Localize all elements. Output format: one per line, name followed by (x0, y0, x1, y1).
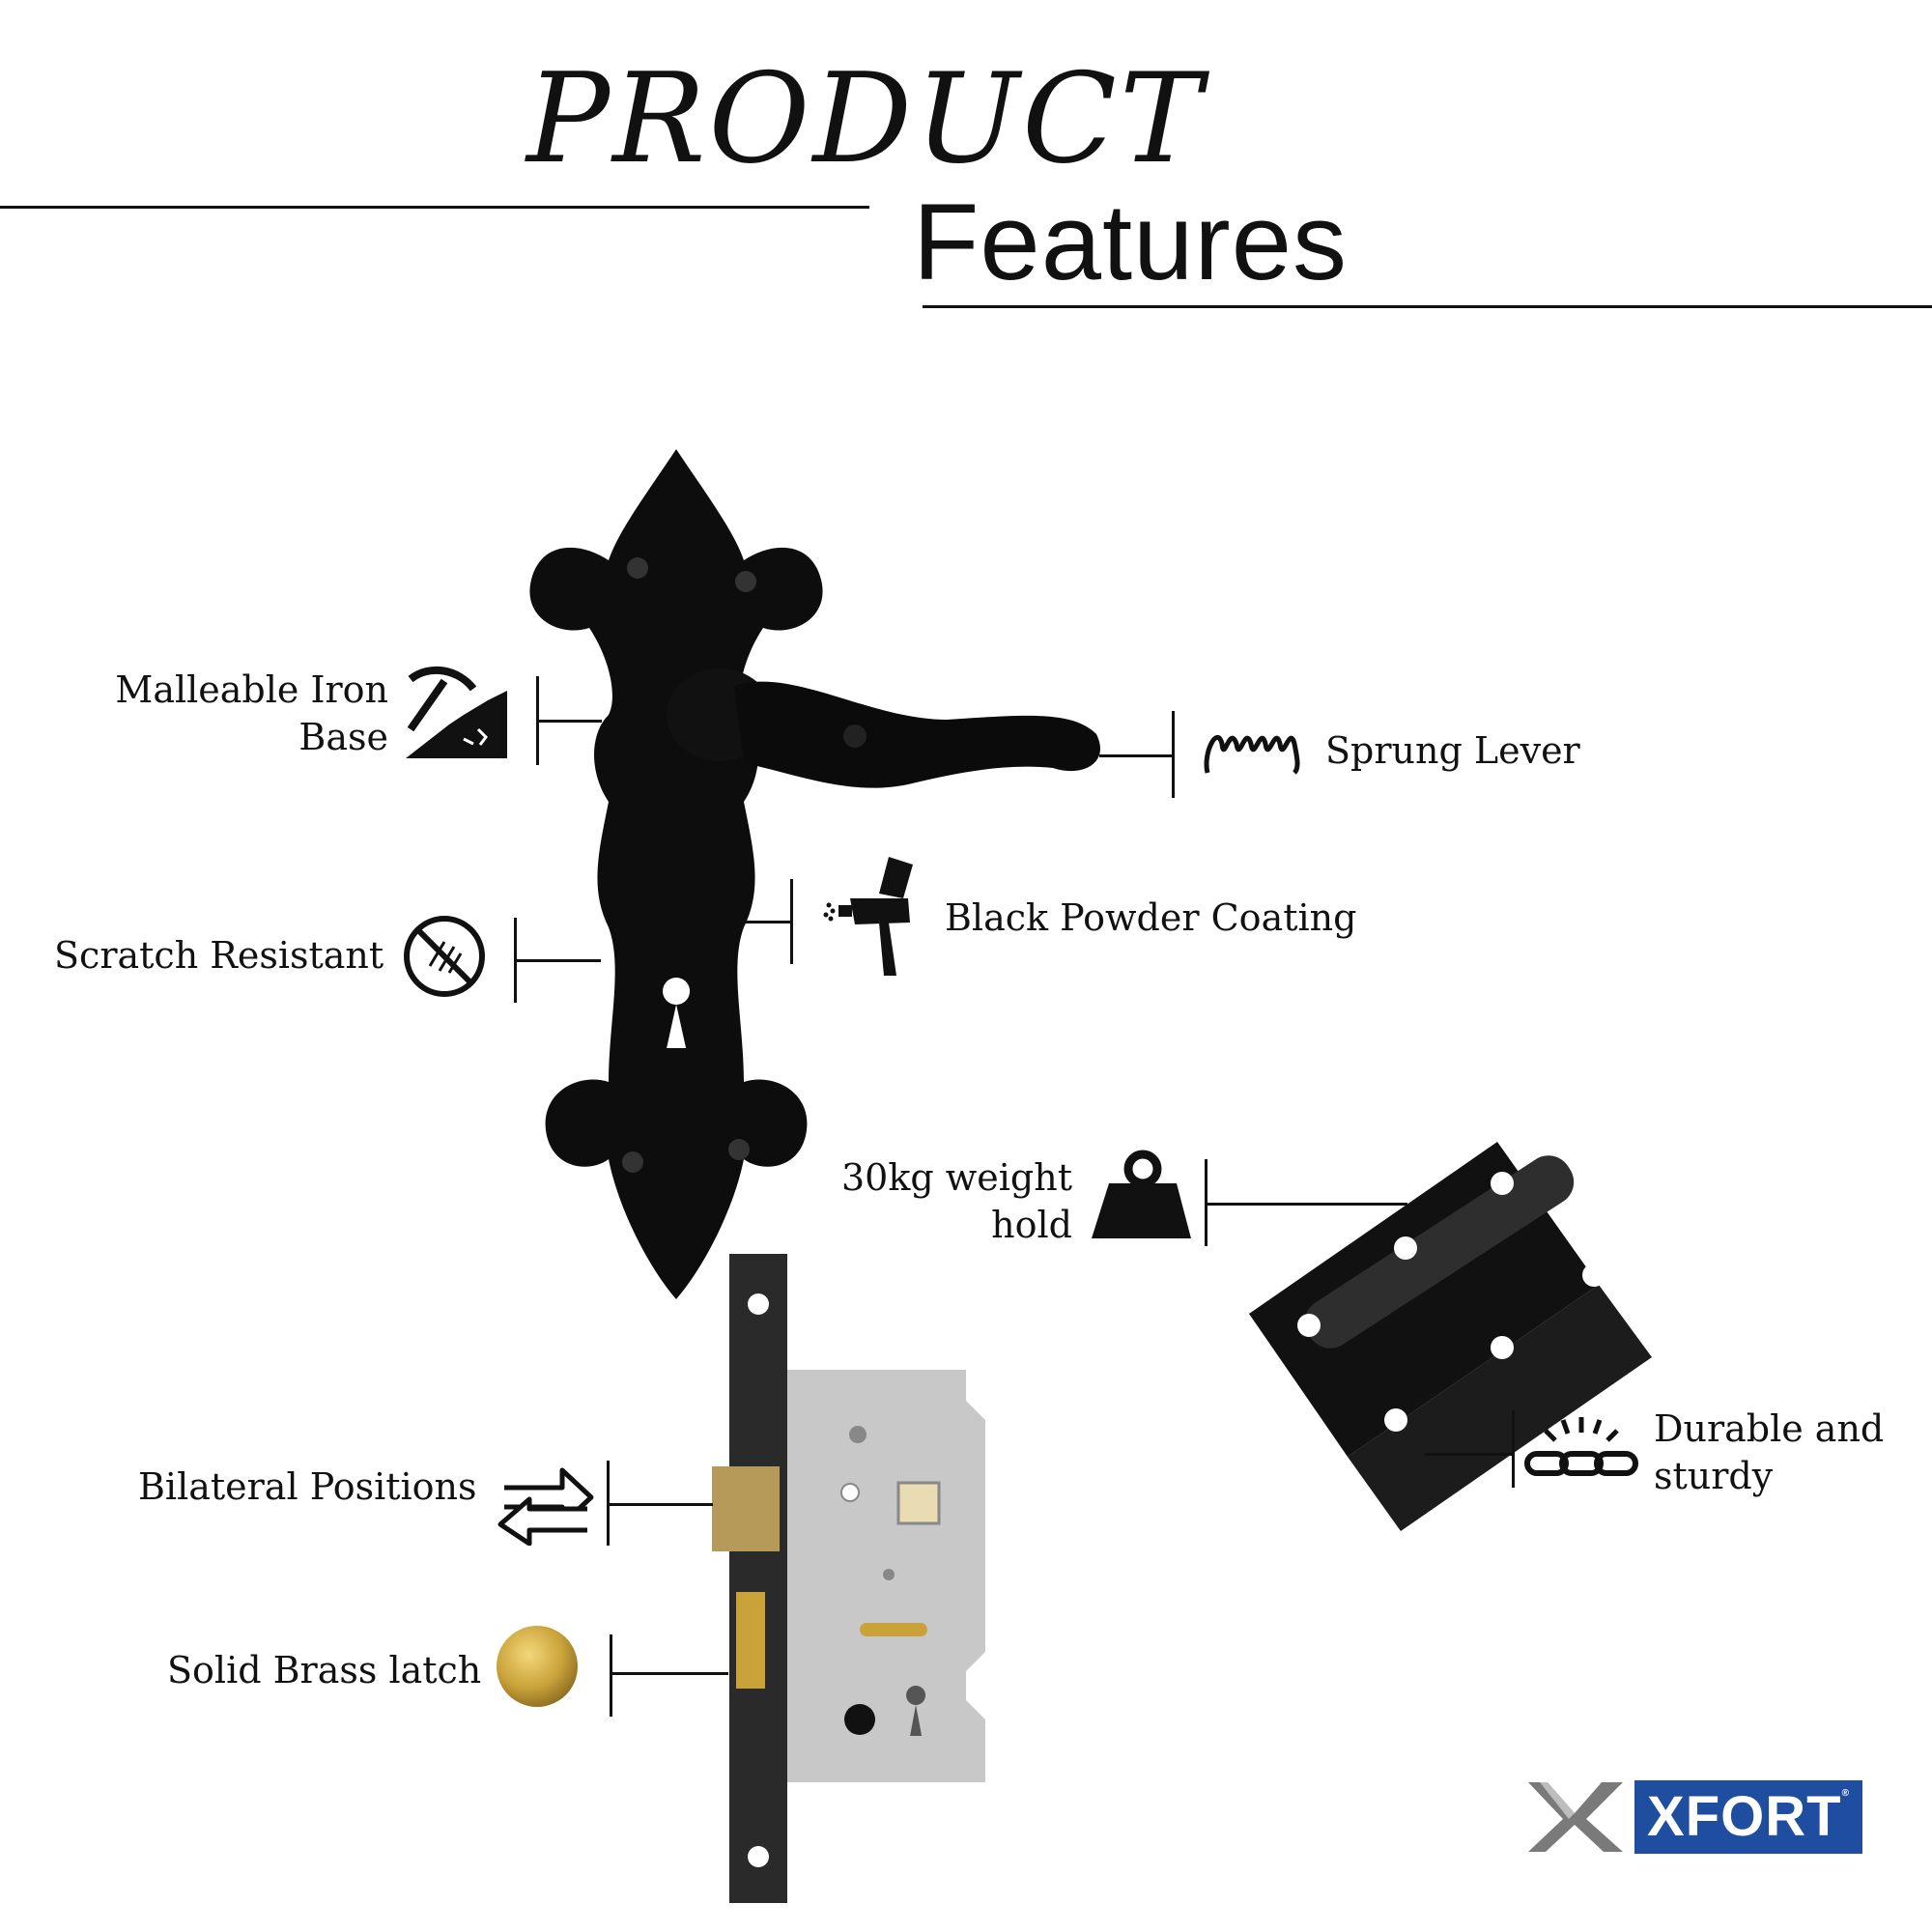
brass-disc-icon (497, 1626, 578, 1707)
bidirectional-arrows-icon (497, 1467, 594, 1546)
xfort-x-mark-icon (1528, 1782, 1623, 1852)
callout-scratch-horizontal (514, 959, 601, 962)
durable-sturdy-label: Durable and sturdy (1654, 1406, 1884, 1501)
callout-sprung-vertical (1172, 711, 1175, 798)
weight-hold-line1: 30kg weight (840, 1156, 1072, 1199)
durable-sturdy-line1: Durable and (1654, 1407, 1885, 1450)
spring-icon (1204, 734, 1300, 775)
title-features: Features (913, 182, 1348, 302)
callout-bilateral-horizontal (607, 1503, 713, 1506)
weight-hold-label: 30kg weight hold (773, 1154, 1072, 1250)
callout-malleable-horizontal (536, 720, 602, 723)
solid-brass-latch-label: Solid Brass latch (167, 1649, 482, 1691)
header-rule-left (0, 206, 869, 209)
weight-hold-line2: hold (991, 1204, 1072, 1247)
chain-strength-icon (1524, 1417, 1638, 1476)
hinge-image (1249, 1142, 1652, 1531)
durable-sturdy-line2: sturdy (1654, 1455, 1774, 1498)
pickaxe-rock-icon (406, 666, 507, 758)
malleable-iron-line2: Base (298, 716, 388, 759)
callout-brass-vertical (610, 1634, 612, 1717)
lever-handle-image (529, 449, 1100, 1299)
sprung-lever-label: Sprung Lever (1325, 729, 1580, 772)
bilateral-positions-label: Bilateral Positions (138, 1465, 477, 1508)
callout-powder-vertical (790, 879, 793, 964)
callout-brass-horizontal (610, 1672, 728, 1675)
no-scratch-icon (404, 916, 485, 997)
scratch-resistant-label: Scratch Resistant (54, 934, 384, 977)
black-powder-coating-label: Black Powder Coating (945, 896, 1357, 939)
malleable-iron-line1: Malleable Iron (115, 668, 388, 711)
callout-durable-vertical (1512, 1410, 1515, 1488)
callout-powder-horizontal (744, 921, 792, 923)
mortice-lock-image (712, 1254, 985, 1903)
title-product: PRODUCT (526, 47, 1206, 191)
brand-trademark: ® (1841, 1788, 1850, 1799)
callout-weight-horizontal (1205, 1203, 1407, 1206)
header-rule-right (923, 305, 1932, 308)
malleable-iron-label: Malleable Iron Base (97, 667, 388, 762)
brand-name: XFORT (1647, 1785, 1842, 1848)
callout-sprung-horizontal (1099, 754, 1174, 757)
callout-durable-horizontal (1425, 1453, 1514, 1456)
spray-gun-icon (823, 857, 913, 976)
weight-icon (1092, 1150, 1191, 1238)
brand-logo: XFORT® (1634, 1780, 1862, 1854)
